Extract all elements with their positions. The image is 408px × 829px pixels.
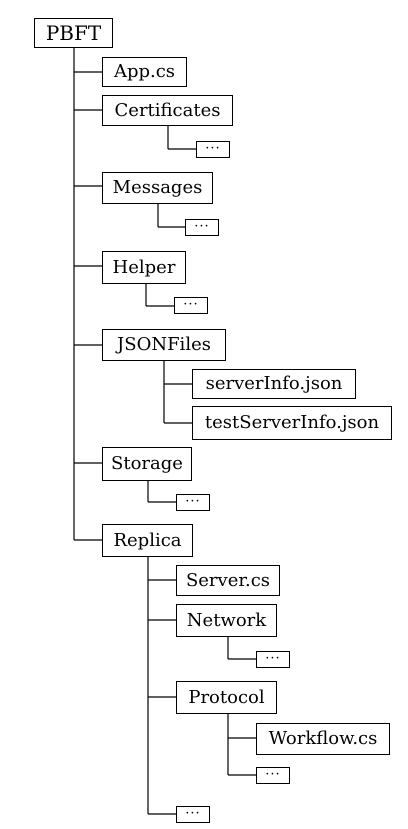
helper-more-node: ··· [174, 297, 208, 314]
messages-more-node: ··· [185, 219, 219, 236]
file-node-testserverinfo-json: testServerInfo.json [192, 406, 392, 440]
folder-node-helper: Helper [102, 251, 186, 284]
folder-node-jsonfiles: JSONFiles [102, 329, 226, 361]
file-node-server-cs: Server.cs [176, 565, 280, 596]
replica-more-node: ··· [176, 806, 210, 823]
folder-node-protocol: Protocol [176, 681, 277, 714]
folder-node-certificates: Certificates [102, 95, 233, 126]
file-node-app-cs: App.cs [102, 57, 187, 87]
network-more-node: ··· [256, 651, 290, 668]
root-node-pbft: PBFT [34, 18, 113, 48]
folder-node-replica: Replica [102, 524, 193, 557]
folder-node-messages: Messages [102, 172, 213, 204]
file-node-workflow-cs: Workflow.cs [256, 723, 390, 755]
certificates-more-node: ··· [196, 141, 230, 158]
folder-node-network: Network [176, 604, 277, 637]
protocol-more-node: ··· [256, 767, 290, 784]
storage-more-node: ··· [176, 494, 210, 511]
file-node-serverinfo-json: serverInfo.json [192, 369, 356, 399]
folder-node-storage: Storage [102, 447, 192, 481]
